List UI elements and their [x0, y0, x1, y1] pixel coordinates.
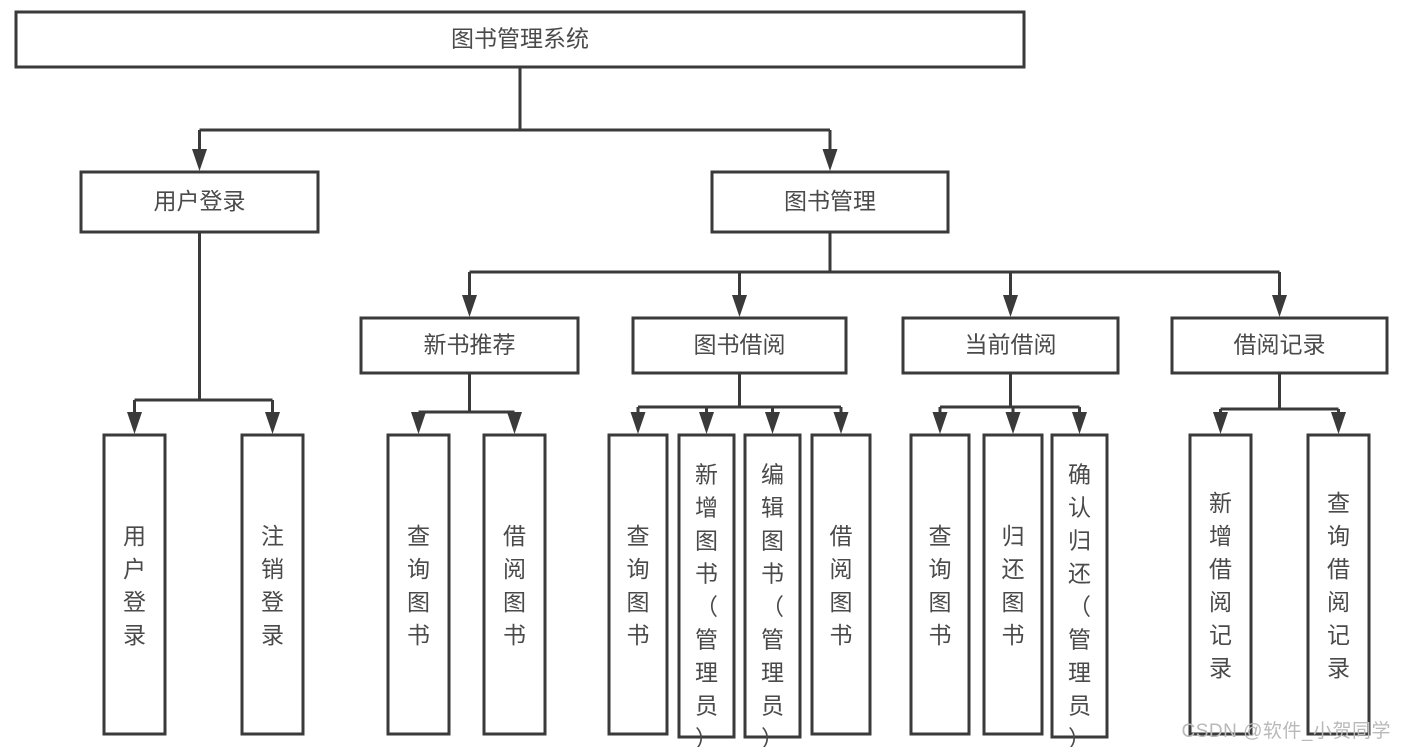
arrow-head-icon — [1331, 412, 1346, 434]
node-box[interactable] — [710, 170, 950, 234]
arrow-head-icon — [822, 149, 838, 171]
arrow-head-icon — [507, 412, 522, 434]
node-box[interactable] — [1050, 433, 1109, 739]
arrow-head-icon — [1272, 295, 1287, 317]
node-box[interactable] — [1188, 433, 1253, 736]
node-box[interactable] — [359, 316, 580, 375]
node-leaf-rec-borrow[interactable]: 借阅图书 — [482, 433, 547, 736]
node-label: 编辑图书（管理员） — [761, 462, 784, 747]
node-label: 图书管理 — [784, 188, 876, 214]
csdn-watermark: CSDN @软件_小贺同学 — [1181, 721, 1391, 742]
node-leaf-cb-query[interactable]: 查询图书 — [909, 433, 971, 736]
node-leaf-bb-edit[interactable]: 编辑图书（管理员） — [743, 433, 802, 747]
node-current-borrow[interactable]: 当前借阅 — [901, 316, 1120, 375]
node-leaf-user-login[interactable]: 用户登录 — [102, 433, 167, 736]
node-label: 图书管理系统 — [451, 26, 589, 52]
node-borrow-record[interactable]: 借阅记录 — [1170, 316, 1389, 375]
node-box[interactable] — [240, 433, 305, 736]
connector-layer — [127, 67, 1346, 434]
node-label: 用户登录 — [154, 188, 246, 214]
node-box[interactable] — [810, 433, 872, 736]
arrow-head-icon — [127, 412, 142, 434]
node-leaf-cb-confirm[interactable]: 确认归还（管理员） — [1050, 433, 1109, 747]
arrow-head-icon — [699, 412, 714, 434]
node-box[interactable] — [1170, 316, 1389, 375]
arrow-head-icon — [630, 412, 646, 434]
node-new-book-rec[interactable]: 新书推荐 — [359, 316, 580, 375]
node-book-borrow[interactable]: 图书借阅 — [631, 316, 848, 375]
arrow-head-icon — [932, 412, 948, 434]
node-book-manage[interactable]: 图书管理 — [710, 170, 950, 234]
node-label: 查询图书 — [627, 523, 650, 648]
node-leaf-cb-return[interactable]: 归还图书 — [982, 433, 1044, 736]
arrow-head-icon — [1072, 412, 1087, 434]
node-label: 查询借阅记录 — [1327, 490, 1350, 681]
node-user-login[interactable]: 用户登录 — [79, 170, 320, 234]
arrow-head-icon — [1005, 412, 1021, 434]
node-leaf-bb-borrow[interactable]: 借阅图书 — [810, 433, 872, 736]
node-leaf-rec-query[interactable]: 查询图书 — [386, 433, 451, 736]
arrow-head-icon — [411, 412, 426, 434]
node-leaf-br-add[interactable]: 新增借阅记录 — [1188, 433, 1253, 736]
node-box[interactable] — [677, 433, 736, 739]
node-layer: 图书管理系统用户登录图书管理新书推荐图书借阅当前借阅借阅记录用户登录注销登录查询… — [14, 10, 1389, 747]
arrow-head-icon — [1213, 412, 1228, 434]
node-label: 图书借阅 — [694, 332, 786, 358]
arrow-head-icon — [833, 412, 849, 434]
node-label: 查询图书 — [407, 523, 430, 648]
node-label: 新增图书（管理员） — [695, 462, 718, 747]
node-root[interactable]: 图书管理系统 — [14, 10, 1026, 69]
node-box[interactable] — [743, 433, 802, 739]
node-box[interactable] — [631, 316, 848, 375]
node-label: 借阅图书 — [503, 523, 526, 648]
node-box[interactable] — [1306, 433, 1371, 736]
node-box[interactable] — [14, 10, 1026, 69]
node-box[interactable] — [607, 433, 669, 736]
arrow-head-icon — [765, 412, 780, 434]
arrow-head-icon — [1003, 295, 1018, 317]
node-label: 确认归还（管理员） — [1068, 462, 1091, 747]
node-leaf-br-query[interactable]: 查询借阅记录 — [1306, 433, 1371, 736]
node-label: 注销登录 — [261, 523, 284, 648]
arrow-head-icon — [732, 295, 747, 317]
arrow-head-icon — [192, 149, 207, 171]
node-box[interactable] — [482, 433, 547, 736]
arrow-head-icon — [265, 412, 280, 434]
node-box[interactable] — [386, 433, 451, 736]
node-label: 当前借阅 — [965, 332, 1057, 358]
node-label: 查询图书 — [929, 523, 952, 648]
arrow-head-icon — [462, 295, 477, 317]
node-label: 借阅记录 — [1234, 332, 1326, 358]
node-leaf-bb-query[interactable]: 查询图书 — [607, 433, 669, 736]
node-label: 新书推荐 — [424, 332, 516, 358]
node-leaf-logout[interactable]: 注销登录 — [240, 433, 305, 736]
node-label: 用户登录 — [123, 523, 146, 648]
node-box[interactable] — [901, 316, 1120, 375]
node-box[interactable] — [102, 433, 167, 736]
node-label: 借阅图书 — [830, 523, 853, 648]
node-label: 归还图书 — [1002, 523, 1025, 648]
node-box[interactable] — [909, 433, 971, 736]
node-box[interactable] — [79, 170, 320, 234]
node-box[interactable] — [982, 433, 1044, 736]
node-leaf-bb-add[interactable]: 新增图书（管理员） — [677, 433, 736, 747]
node-label: 新增借阅记录 — [1209, 490, 1232, 681]
